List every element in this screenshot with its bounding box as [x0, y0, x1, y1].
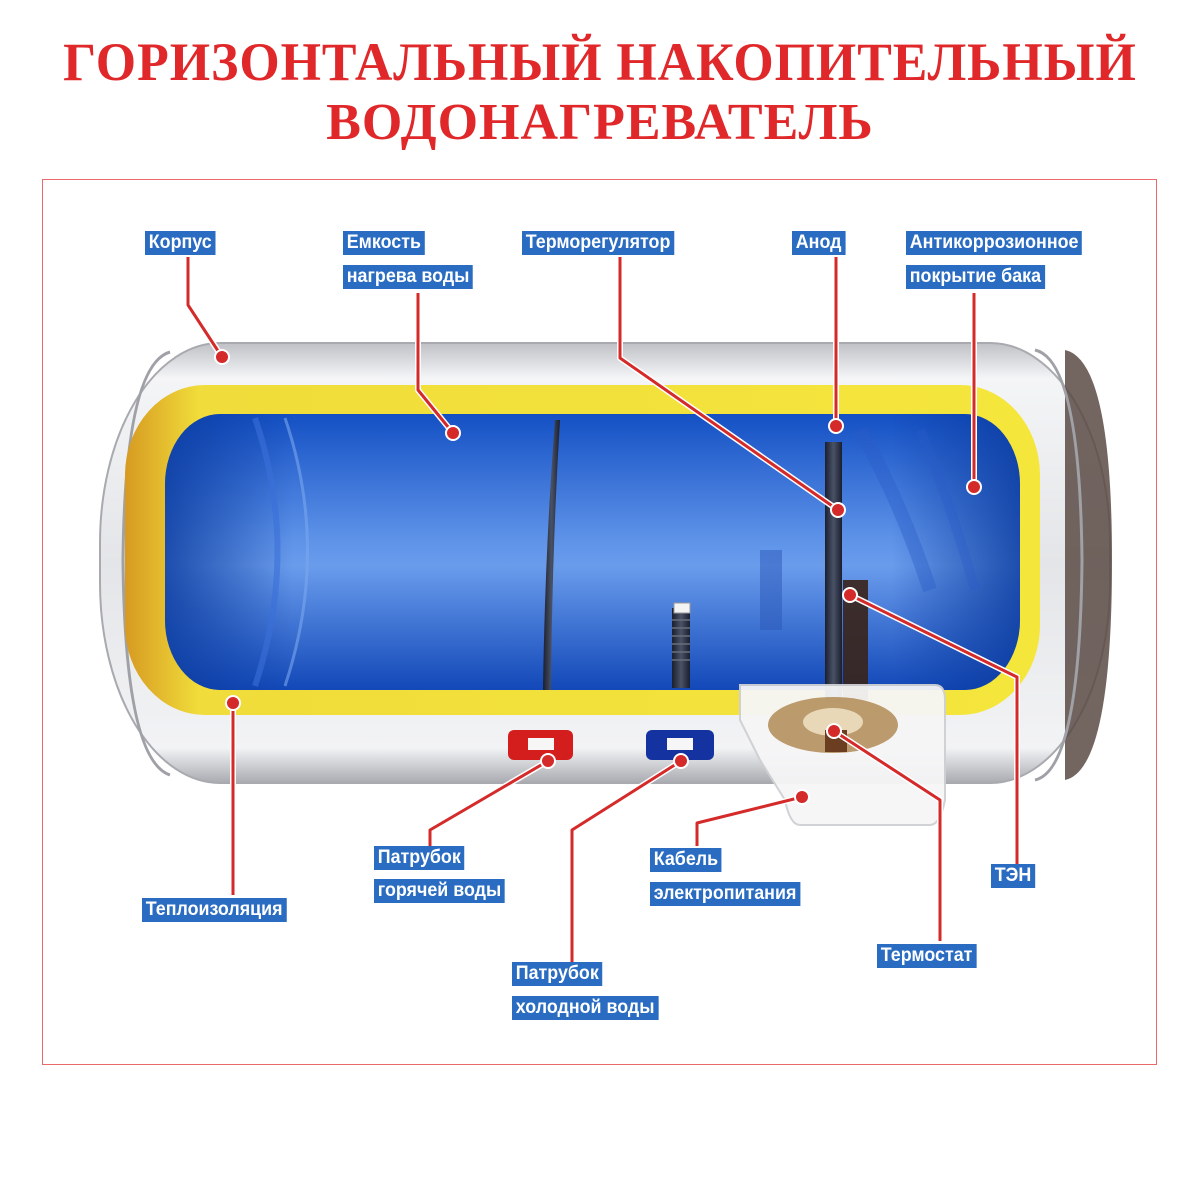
dot-anod: [828, 418, 844, 434]
label-teploizolyaciya: Теплоизоляция: [142, 898, 287, 922]
dot-korpus: [214, 349, 230, 365]
dot-termoregulyator: [830, 502, 846, 518]
leader-cold: [570, 759, 682, 962]
label-anod: Анод: [792, 231, 846, 255]
leader-termoregulyator: [618, 257, 839, 512]
leader-ten: [849, 593, 1019, 866]
label-cold-line1: Патрубок: [512, 962, 603, 986]
dot-cold: [673, 753, 689, 769]
leader-lines: [186, 257, 1019, 962]
label-ten: ТЭН: [991, 864, 1036, 888]
diagram-frame: [42, 179, 1157, 1065]
hot-water-port: [508, 730, 573, 760]
cold-water-port: [646, 730, 714, 760]
dot-ten: [842, 587, 858, 603]
leader-cable: [695, 795, 803, 846]
dot-cable: [794, 789, 810, 805]
baffle-rod: [543, 420, 560, 690]
label-cable-line2: электропитания: [650, 882, 801, 906]
inlet-pipe: [672, 602, 691, 688]
title-line-1: Горизонтальный накопительный: [63, 32, 1137, 92]
label-emkost-line2: нагрева воды: [343, 265, 474, 289]
marker-dots: [214, 349, 982, 805]
label-cable-line1: Кабель: [650, 848, 722, 872]
leader-emkost: [416, 293, 455, 434]
dot-hot: [540, 753, 556, 769]
label-termoregulyator: Терморегулятор: [522, 231, 675, 255]
dot-teploizolyaciya: [225, 695, 241, 711]
label-emkost-line1: Емкость: [343, 231, 425, 255]
dot-antikor: [966, 479, 982, 495]
label-korpus: Корпус: [145, 231, 216, 255]
title-line-2: водонагреватель: [326, 94, 874, 151]
inner-tank: [165, 414, 1020, 690]
leader-korpus: [186, 257, 224, 358]
label-antikor-line1: Антикоррозионное: [906, 231, 1083, 255]
label-cold-line2: холодной воды: [512, 996, 659, 1020]
dot-emkost: [445, 425, 461, 441]
label-termostat: Термостат: [877, 944, 977, 968]
leader-termostat: [833, 729, 942, 941]
label-antikor-line2: покрытие бака: [906, 265, 1045, 289]
label-hot-line1: Патрубок: [374, 846, 465, 870]
leader-hot: [428, 759, 549, 848]
dot-termostat: [826, 723, 842, 739]
label-hot-line2: горячей воды: [374, 879, 505, 903]
